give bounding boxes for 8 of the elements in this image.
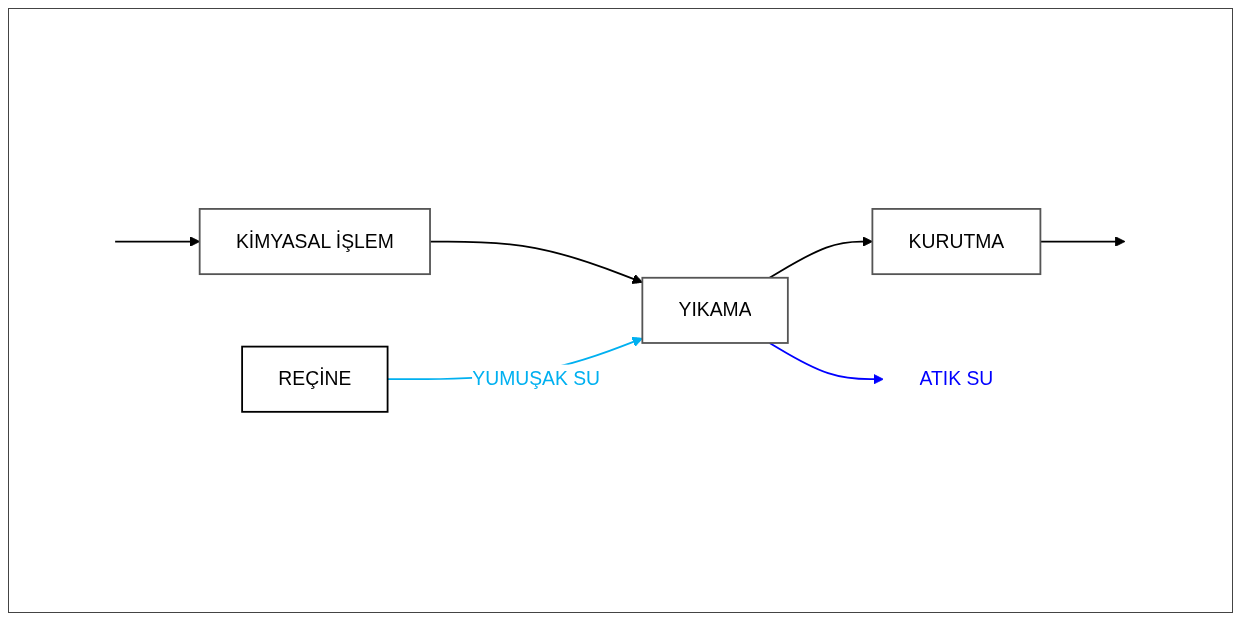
node-box: KİMYASAL İŞLEM (199, 208, 432, 276)
node-text: ATIK SU (919, 368, 994, 390)
node-box: REÇİNE (241, 345, 389, 413)
edge-label: YUMUŞAK SU (472, 368, 601, 390)
arrow (769, 342, 885, 385)
arrow (114, 236, 201, 247)
node-box: KURUTMA (871, 208, 1042, 276)
node-box: YIKAMA (641, 277, 790, 344)
